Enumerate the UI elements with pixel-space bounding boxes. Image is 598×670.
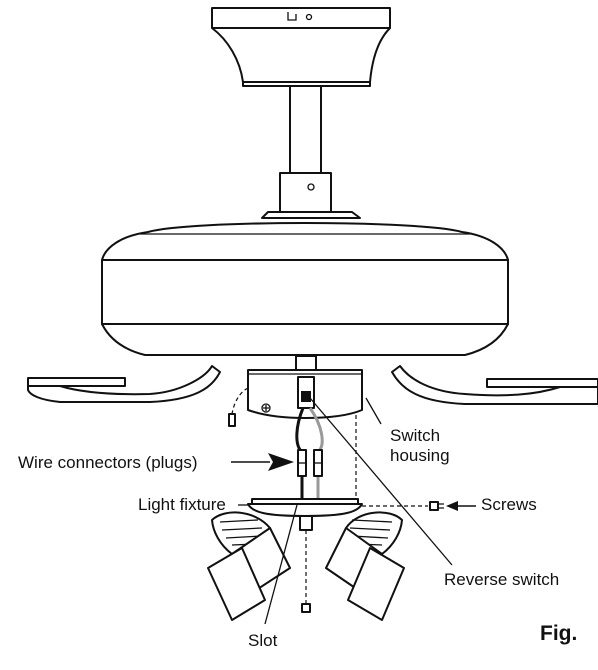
light-fixture	[247, 498, 363, 531]
hub	[295, 355, 317, 371]
wire-connectors	[297, 449, 323, 477]
screw-icon	[362, 501, 444, 511]
glass-shade-right	[325, 511, 405, 621]
canopy	[211, 7, 391, 87]
light-fixture-label: Light fixture	[138, 495, 226, 514]
pull-chain-bottom	[301, 530, 311, 613]
left-blade	[27, 365, 221, 403]
right-blade	[391, 365, 598, 405]
pull-chain-left	[228, 387, 249, 427]
figure-label: Fig.	[540, 622, 577, 645]
motor-housing	[101, 211, 509, 356]
switch-housing-label-line1: Switch	[390, 426, 440, 445]
downrod	[279, 85, 332, 213]
switch-housing	[247, 369, 363, 419]
glass-shade-left	[207, 511, 291, 621]
wire-connectors-label: Wire connectors (plugs)	[18, 453, 198, 472]
leader-lines	[231, 397, 476, 625]
switch-housing-label-line2: housing	[390, 446, 450, 465]
reverse-switch-label: Reverse switch	[444, 570, 559, 589]
screws-label: Screws	[481, 495, 537, 514]
slot-label: Slot	[248, 631, 278, 650]
